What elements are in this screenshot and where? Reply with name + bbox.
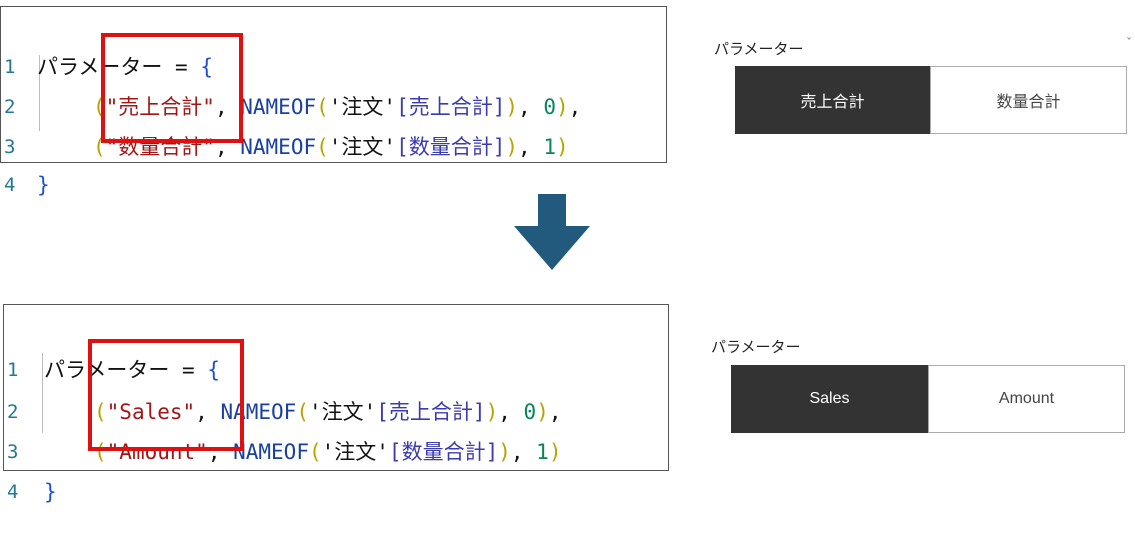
indent-guide xyxy=(39,55,40,131)
open-brace: { xyxy=(207,358,220,382)
code-line-2: 2("売上合計", NAMEOF('注文'[売上合計]), 0), xyxy=(1,47,581,119)
function-name: NAMEOF xyxy=(240,135,317,159)
close-brace: } xyxy=(44,480,57,504)
top-code-editor: 1 パラメーター = { 2("売上合計", NAMEOF('注文'[売上合計])… xyxy=(0,6,667,197)
column-ref: [数量合計] xyxy=(396,135,506,159)
line-number: 4 xyxy=(4,174,16,196)
code-line-1: 1 パラメーター = { xyxy=(4,310,220,382)
function-name: NAMEOF xyxy=(220,400,297,424)
display-label: "Amount" xyxy=(106,440,208,464)
table-ref: '注文' xyxy=(321,440,389,464)
slicer-title: パラメーター xyxy=(711,339,801,356)
label-highlight-box xyxy=(88,339,244,451)
column-ref: [売上合計] xyxy=(376,400,486,424)
slicer-option-sales-total[interactable]: 売上合計 xyxy=(735,66,930,134)
code-line-1: 1 パラメーター = { xyxy=(1,7,213,79)
column-ref: [売上合計] xyxy=(396,95,506,119)
arrow-down-icon xyxy=(514,194,590,270)
order-index: 1 xyxy=(536,440,549,464)
code-line-3: 3("数量合計", NAMEOF('注文'[数量合計]), 1) xyxy=(1,87,569,159)
indent-guide xyxy=(42,353,43,433)
parameter-name: パラメーター xyxy=(37,55,163,79)
line-number: 3 xyxy=(7,441,19,463)
line-number: 1 xyxy=(7,359,19,381)
line-number: 2 xyxy=(4,96,16,118)
table-ref: '注文' xyxy=(328,95,397,119)
order-index: 0 xyxy=(523,400,537,424)
function-name: NAMEOF xyxy=(233,440,309,464)
slicer-option-sales[interactable]: Sales xyxy=(731,365,928,433)
label-highlight-box xyxy=(101,33,243,143)
slicer-option-amount[interactable]: Amount xyxy=(928,365,1125,433)
slicer-option-quantity-total[interactable]: 数量合計 xyxy=(930,66,1127,134)
order-index: 0 xyxy=(543,95,556,119)
line-number: 3 xyxy=(4,136,16,158)
column-ref: [数量合計] xyxy=(388,440,499,464)
line-number: 4 xyxy=(7,481,19,503)
order-index: 1 xyxy=(543,135,556,159)
open-brace: { xyxy=(200,55,213,79)
bottom-code-editor: 1 パラメーター = { 2("Sales", NAMEOF('注文'[売上合計]… xyxy=(3,304,669,504)
close-brace: } xyxy=(37,173,50,197)
function-name: NAMEOF xyxy=(240,95,317,119)
slicer-title: パラメーター xyxy=(714,41,804,58)
table-ref: '注文' xyxy=(328,135,397,159)
assign-operator: = xyxy=(169,358,208,382)
code-line-2: 2("Sales", NAMEOF('注文'[売上合計]), 0), xyxy=(4,352,562,424)
display-label: "Sales" xyxy=(106,400,196,424)
assign-operator: = xyxy=(162,55,201,79)
table-ref: '注文' xyxy=(308,400,377,424)
parameter-name: パラメーター xyxy=(44,358,170,382)
line-number: 1 xyxy=(4,56,16,78)
code-line-4: 4} xyxy=(1,125,52,197)
display-label: "売上合計" xyxy=(105,95,215,119)
line-number: 2 xyxy=(7,401,19,423)
code-line-3: 3("Amount", NAMEOF('注文'[数量合計]), 1) xyxy=(4,392,561,464)
chevron-icon[interactable]: ˇ xyxy=(1126,36,1132,50)
code-line-4: 4} xyxy=(4,432,57,504)
